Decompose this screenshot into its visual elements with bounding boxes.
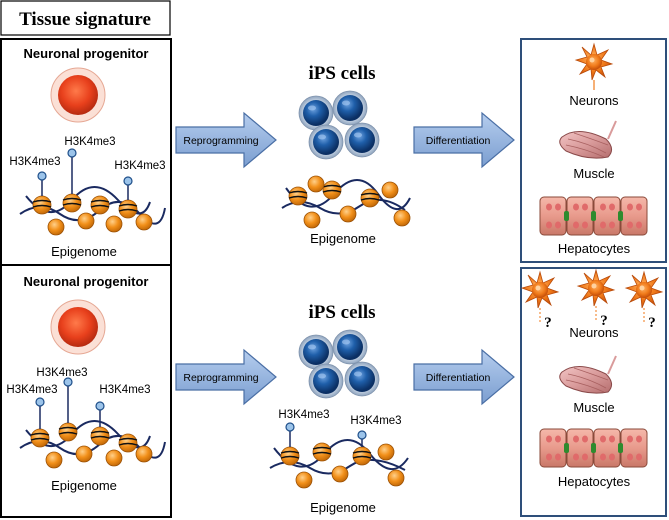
nucleosome-chain-icon (19, 148, 166, 236)
diagram-title: Tissue signature (19, 9, 151, 30)
bottom-outcome-hepatocytes: Hepatocytes (558, 474, 631, 489)
top-outcome-muscle: Muscle (573, 166, 614, 181)
top-ips-nucleosome-chain (281, 175, 411, 229)
uncertain-mark-1: ? (544, 315, 552, 331)
bottom-row: Neuronal progenitor H3K4me3 H3K4me3 H3K4 (0, 264, 667, 518)
top-epigenome-label: Epigenome (51, 244, 117, 259)
muscle-icon (558, 355, 617, 395)
bottom-outcome-muscle: Muscle (573, 400, 614, 415)
nucleosome-chain-icon (19, 377, 166, 469)
neuronal-progenitor-cell-icon (50, 67, 106, 123)
bottom-progenitor-title: Neuronal progenitor (24, 274, 149, 289)
bottom-ips-title: iPS cells (308, 302, 375, 323)
bottom-ips-epigenome-label: Epigenome (310, 500, 376, 515)
top-mark-label-2: H3K4me3 (64, 136, 115, 148)
hepatocyte-row-icon (539, 428, 648, 468)
top-mark-label-1: H3K4me3 (9, 156, 60, 168)
uncertain-mark-2: ? (600, 313, 608, 329)
hepatocyte-row-icon (539, 196, 648, 236)
ips-cell-cluster-icon (298, 329, 380, 399)
top-outcome-hepatocytes: Hepatocytes (558, 241, 631, 256)
top-differentiation-arrow: Differentiation (413, 111, 515, 169)
neuronal-progenitor-cell-icon (50, 299, 106, 355)
bottom-outcome-neurons: Neurons (569, 325, 619, 340)
top-reprogramming-label: Reprogramming (183, 135, 258, 147)
bottom-mark-label-2: H3K4me3 (6, 384, 57, 396)
top-progenitor-title: Neuronal progenitor (24, 46, 149, 61)
bottom-ips-mark-label-2: H3K4me3 (350, 415, 401, 427)
neuron-icon (575, 43, 613, 90)
neuron-icon (521, 269, 663, 322)
top-outcome-neurons: Neurons (569, 93, 619, 108)
top-outcome-panel (520, 38, 667, 263)
bottom-ips-mark-label-1: H3K4me3 (278, 409, 329, 421)
top-reprogramming-arrow: Reprogramming (175, 111, 277, 169)
title-box (0, 0, 171, 36)
uncertain-mark-3: ? (648, 315, 656, 331)
bottom-ips-nucleosome-chain (269, 422, 409, 489)
bottom-mark-label-3: H3K4me3 (99, 384, 150, 396)
ips-cell-cluster-icon (298, 90, 380, 160)
bottom-progenitor-panel (0, 264, 172, 518)
top-row: Neuronal progenitor H3K4me3 (0, 38, 667, 266)
bottom-differentiation-arrow: Differentiation (413, 348, 515, 406)
top-differentiation-label: Differentiation (426, 135, 491, 147)
muscle-icon (558, 120, 617, 160)
bottom-mark-label-1: H3K4me3 (36, 367, 87, 379)
bottom-epigenome-label: Epigenome (51, 478, 117, 493)
top-mark-label-3: H3K4me3 (114, 160, 165, 172)
bottom-outcome-panel (520, 267, 667, 517)
bottom-reprogramming-arrow: Reprogramming (175, 348, 277, 406)
bottom-reprogramming-label: Reprogramming (183, 372, 258, 384)
top-ips-epigenome-label: Epigenome (310, 231, 376, 246)
bottom-differentiation-label: Differentiation (426, 372, 491, 384)
top-ips-title: iPS cells (308, 63, 375, 84)
